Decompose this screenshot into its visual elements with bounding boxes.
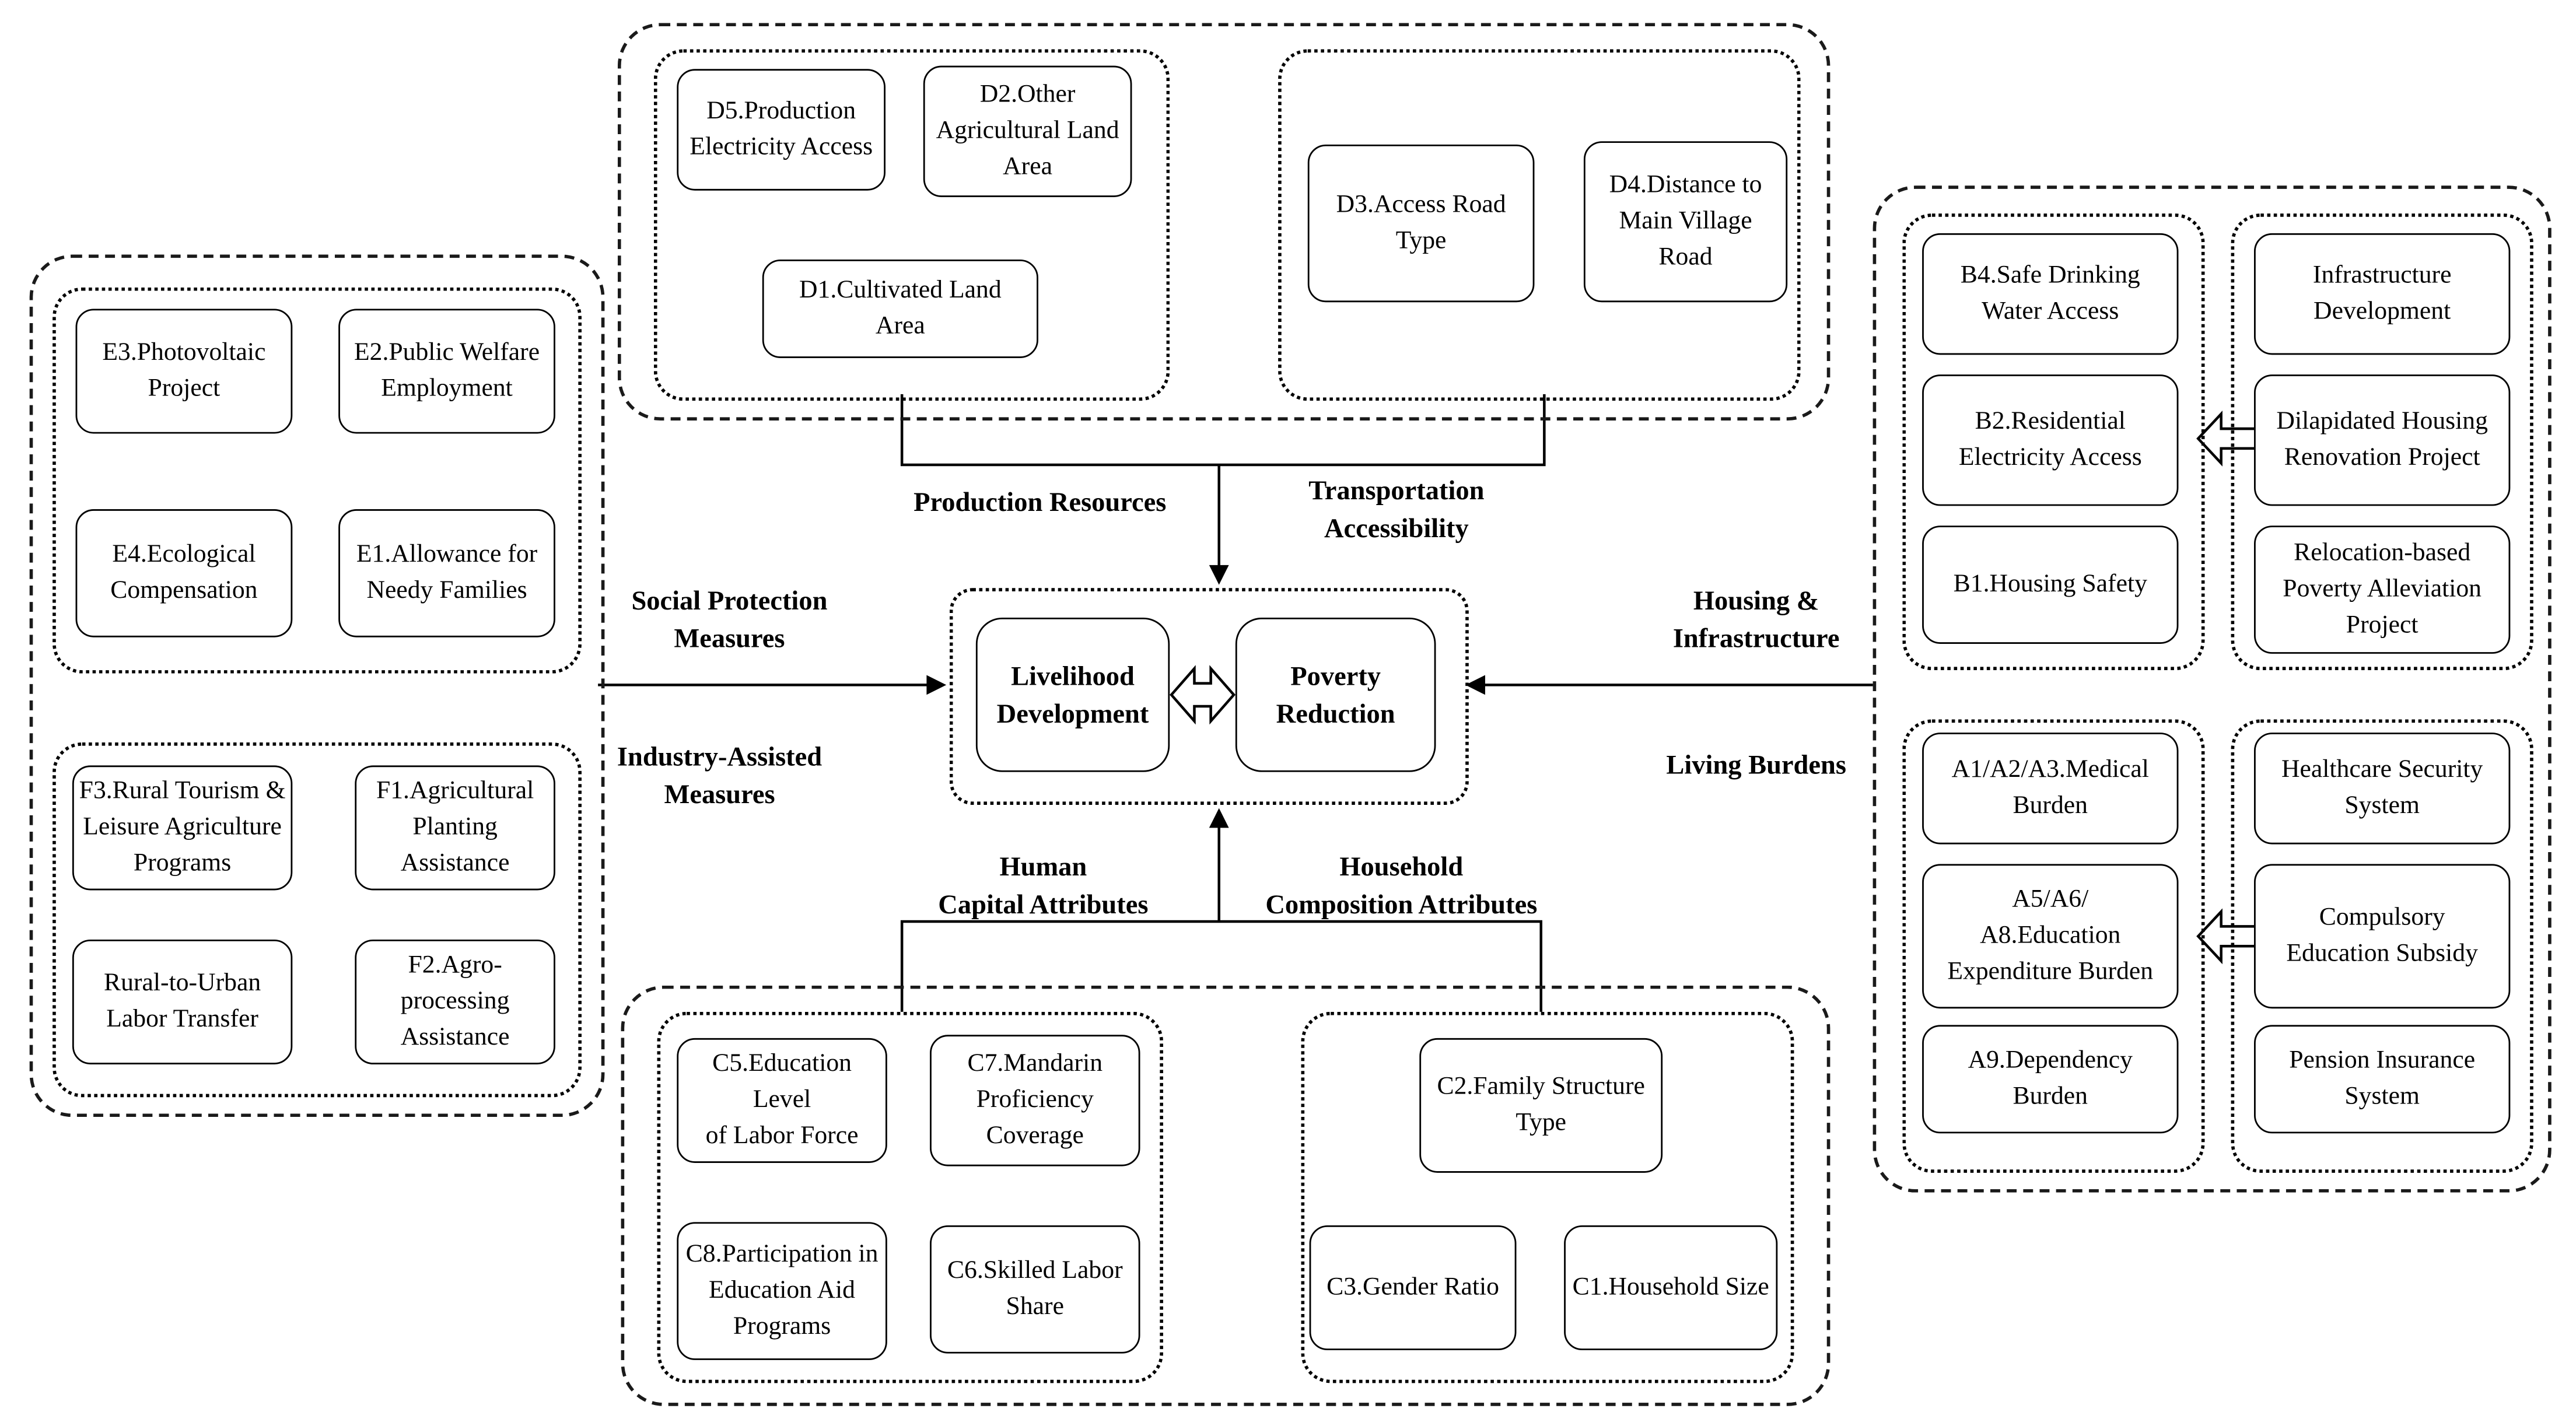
label-household-composition-attributes: Household Composition Attributes (1265, 850, 1538, 920)
label-production-resources: Production Resources (914, 486, 1167, 518)
node-a1-a2-a3: A1/A2/A3.Medical Burden (1922, 733, 2179, 845)
node-f1: F1.Agricultural Planting Assistance (355, 765, 555, 891)
node-f3: F3.Rural Tourism & Leisure Agriculture P… (72, 765, 293, 891)
node-c5: C5.Education Level of Labor Force (677, 1038, 887, 1163)
center-group-container (949, 588, 1469, 805)
bottom-group-container (621, 985, 1831, 1406)
node-infrastructure-development: Infrastructure Development (2254, 233, 2511, 355)
node-e2: E2.Public Welfare Employment (338, 309, 555, 434)
node-a5-a6-a8: A5/A6/ A8.Education Expenditure Burden (1922, 864, 2179, 1009)
node-d4: D4.Distance to Main Village Road (1583, 141, 1788, 303)
social-protection-group (52, 287, 582, 674)
housing-programs-group (2231, 213, 2533, 671)
label-transportation-accessibility: Transportation Accessibility (1308, 474, 1485, 544)
arrowhead-right-icon (926, 675, 947, 695)
node-dilapidated-housing: Dilapidated Housing Renovation Project (2254, 374, 2511, 506)
node-c8: C8.Participation in Education Aid Progra… (677, 1222, 887, 1360)
node-a9: A9.Dependency Burden (1922, 1025, 2179, 1134)
node-pension-insurance: Pension Insurance System (2254, 1025, 2511, 1134)
node-f2: F2.Agro- processing Assistance (355, 939, 555, 1064)
right-group-container (1873, 185, 2552, 1193)
node-d2: D2.Other Agricultural Land Area (923, 65, 1132, 197)
node-c3: C3.Gender Ratio (1309, 1225, 1517, 1351)
label-living-burdens: Living Burdens (1666, 749, 1846, 780)
housing-indicators-group (1902, 213, 2205, 671)
label-industry-assisted-measures: Industry-Assisted Measures (617, 741, 822, 810)
node-c2: C2.Family Structure Type (1419, 1038, 1663, 1173)
label-social-protection-measures: Social Protection Measures (631, 584, 828, 654)
arrowhead-down-icon (1209, 565, 1229, 585)
node-livelihood-development: Livelihood Development (975, 617, 1170, 772)
top-group-container (617, 23, 1831, 421)
node-c6: C6.Skilled Labor Share (930, 1225, 1140, 1354)
left-group-container (29, 254, 605, 1117)
label-housing-infrastructure: Housing & Infrastructure (1672, 584, 1840, 654)
node-e4: E4.Ecological Compensation (75, 509, 293, 637)
node-b4: B4.Safe Drinking Water Access (1922, 233, 2179, 355)
node-poverty-reduction: Poverty Reduction (1235, 617, 1436, 772)
node-b2: B2.Residential Electricity Access (1922, 374, 2179, 506)
node-c7: C7.Mandarin Proficiency Coverage (930, 1035, 1140, 1166)
transportation-accessibility-group (1278, 49, 1801, 401)
living-programs-group (2231, 719, 2533, 1173)
node-rural-to-urban: Rural-to-Urban Labor Transfer (72, 939, 293, 1064)
label-human-capital-attributes: Human Capital Attributes (938, 850, 1149, 920)
household-composition-group (1301, 1011, 1794, 1383)
node-e1: E1.Allowance for Needy Families (338, 509, 555, 637)
node-relocation-based: Relocation-based Poverty Alleviation Pro… (2254, 525, 2511, 654)
node-healthcare-security: Healthcare Security System (2254, 733, 2511, 845)
industry-assisted-group (52, 742, 582, 1098)
living-indicators-group (1902, 719, 2205, 1173)
node-d5: D5.Production Electricity Access (677, 69, 886, 191)
node-d1: D1.Cultivated Land Area (762, 259, 1038, 358)
production-resources-group (653, 49, 1170, 401)
human-capital-group (657, 1011, 1163, 1383)
node-e3: E3.Photovoltaic Project (75, 309, 293, 434)
node-c1: C1.Household Size (1564, 1225, 1778, 1351)
node-d3: D3.Access Road Type (1307, 144, 1535, 303)
node-compulsory-education: Compulsory Education Subsidy (2254, 864, 2511, 1009)
arrowhead-up-icon (1209, 808, 1229, 828)
node-b1: B1.Housing Safety (1922, 525, 2179, 644)
